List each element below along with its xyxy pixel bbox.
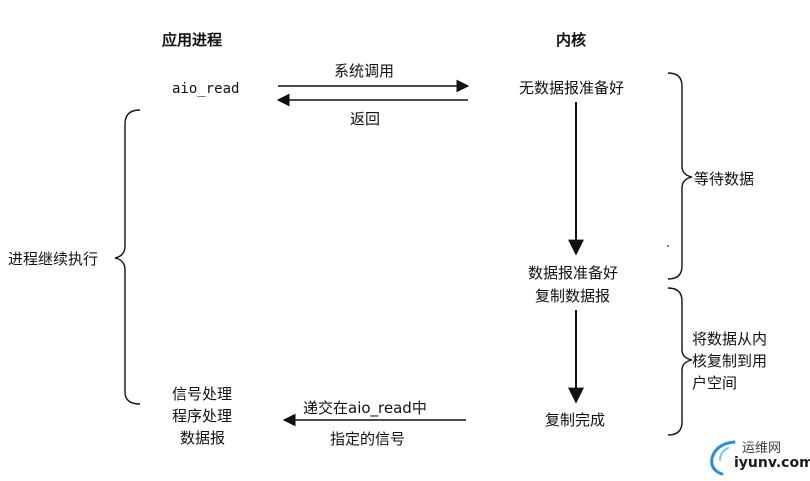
process-continues-label: 进程继续执行 xyxy=(8,250,99,268)
watermark-cn: 运维网 xyxy=(742,441,782,456)
no-datagram-ready: 无数据报准备好 xyxy=(519,79,625,97)
deliver-signal-line-1: 递交在aio_read中 xyxy=(303,399,427,417)
aio-read-call: aio_read xyxy=(172,81,240,97)
return-label: 返回 xyxy=(350,110,381,128)
app-process-header: 应用进程 xyxy=(162,31,223,49)
wait-brace xyxy=(667,72,693,280)
signal-handler-line-3: 数据报 xyxy=(180,429,226,447)
signal-handler-line-1: 信号处理 xyxy=(172,385,233,403)
watermark-swirl-icon xyxy=(710,440,736,476)
wait-data-label: 等待数据 xyxy=(694,170,755,188)
kernel-header: 内核 xyxy=(556,31,587,49)
signal-handler-line-2: 程序处理 xyxy=(172,407,233,425)
copy-phase-line-3: 户空间 xyxy=(692,374,738,392)
copy-complete: 复制完成 xyxy=(545,411,606,429)
datagram-ready: 数据报准备好 xyxy=(528,264,619,282)
continue-brace xyxy=(114,109,141,405)
copy-phase-line-2: 核复制到用 xyxy=(692,352,768,370)
deliver-signal-line-2: 指定的信号 xyxy=(330,430,406,448)
stray-dot xyxy=(667,245,669,247)
syscall-label: 系统调用 xyxy=(334,62,395,80)
watermark-logo: 运维网 iyunv.com xyxy=(704,432,810,476)
copy-phase-line-1: 将数据从内 xyxy=(692,330,768,348)
copy-brace xyxy=(667,287,693,436)
watermark-url: iyunv.com xyxy=(734,455,810,471)
copy-datagram: 复制数据报 xyxy=(535,287,611,305)
